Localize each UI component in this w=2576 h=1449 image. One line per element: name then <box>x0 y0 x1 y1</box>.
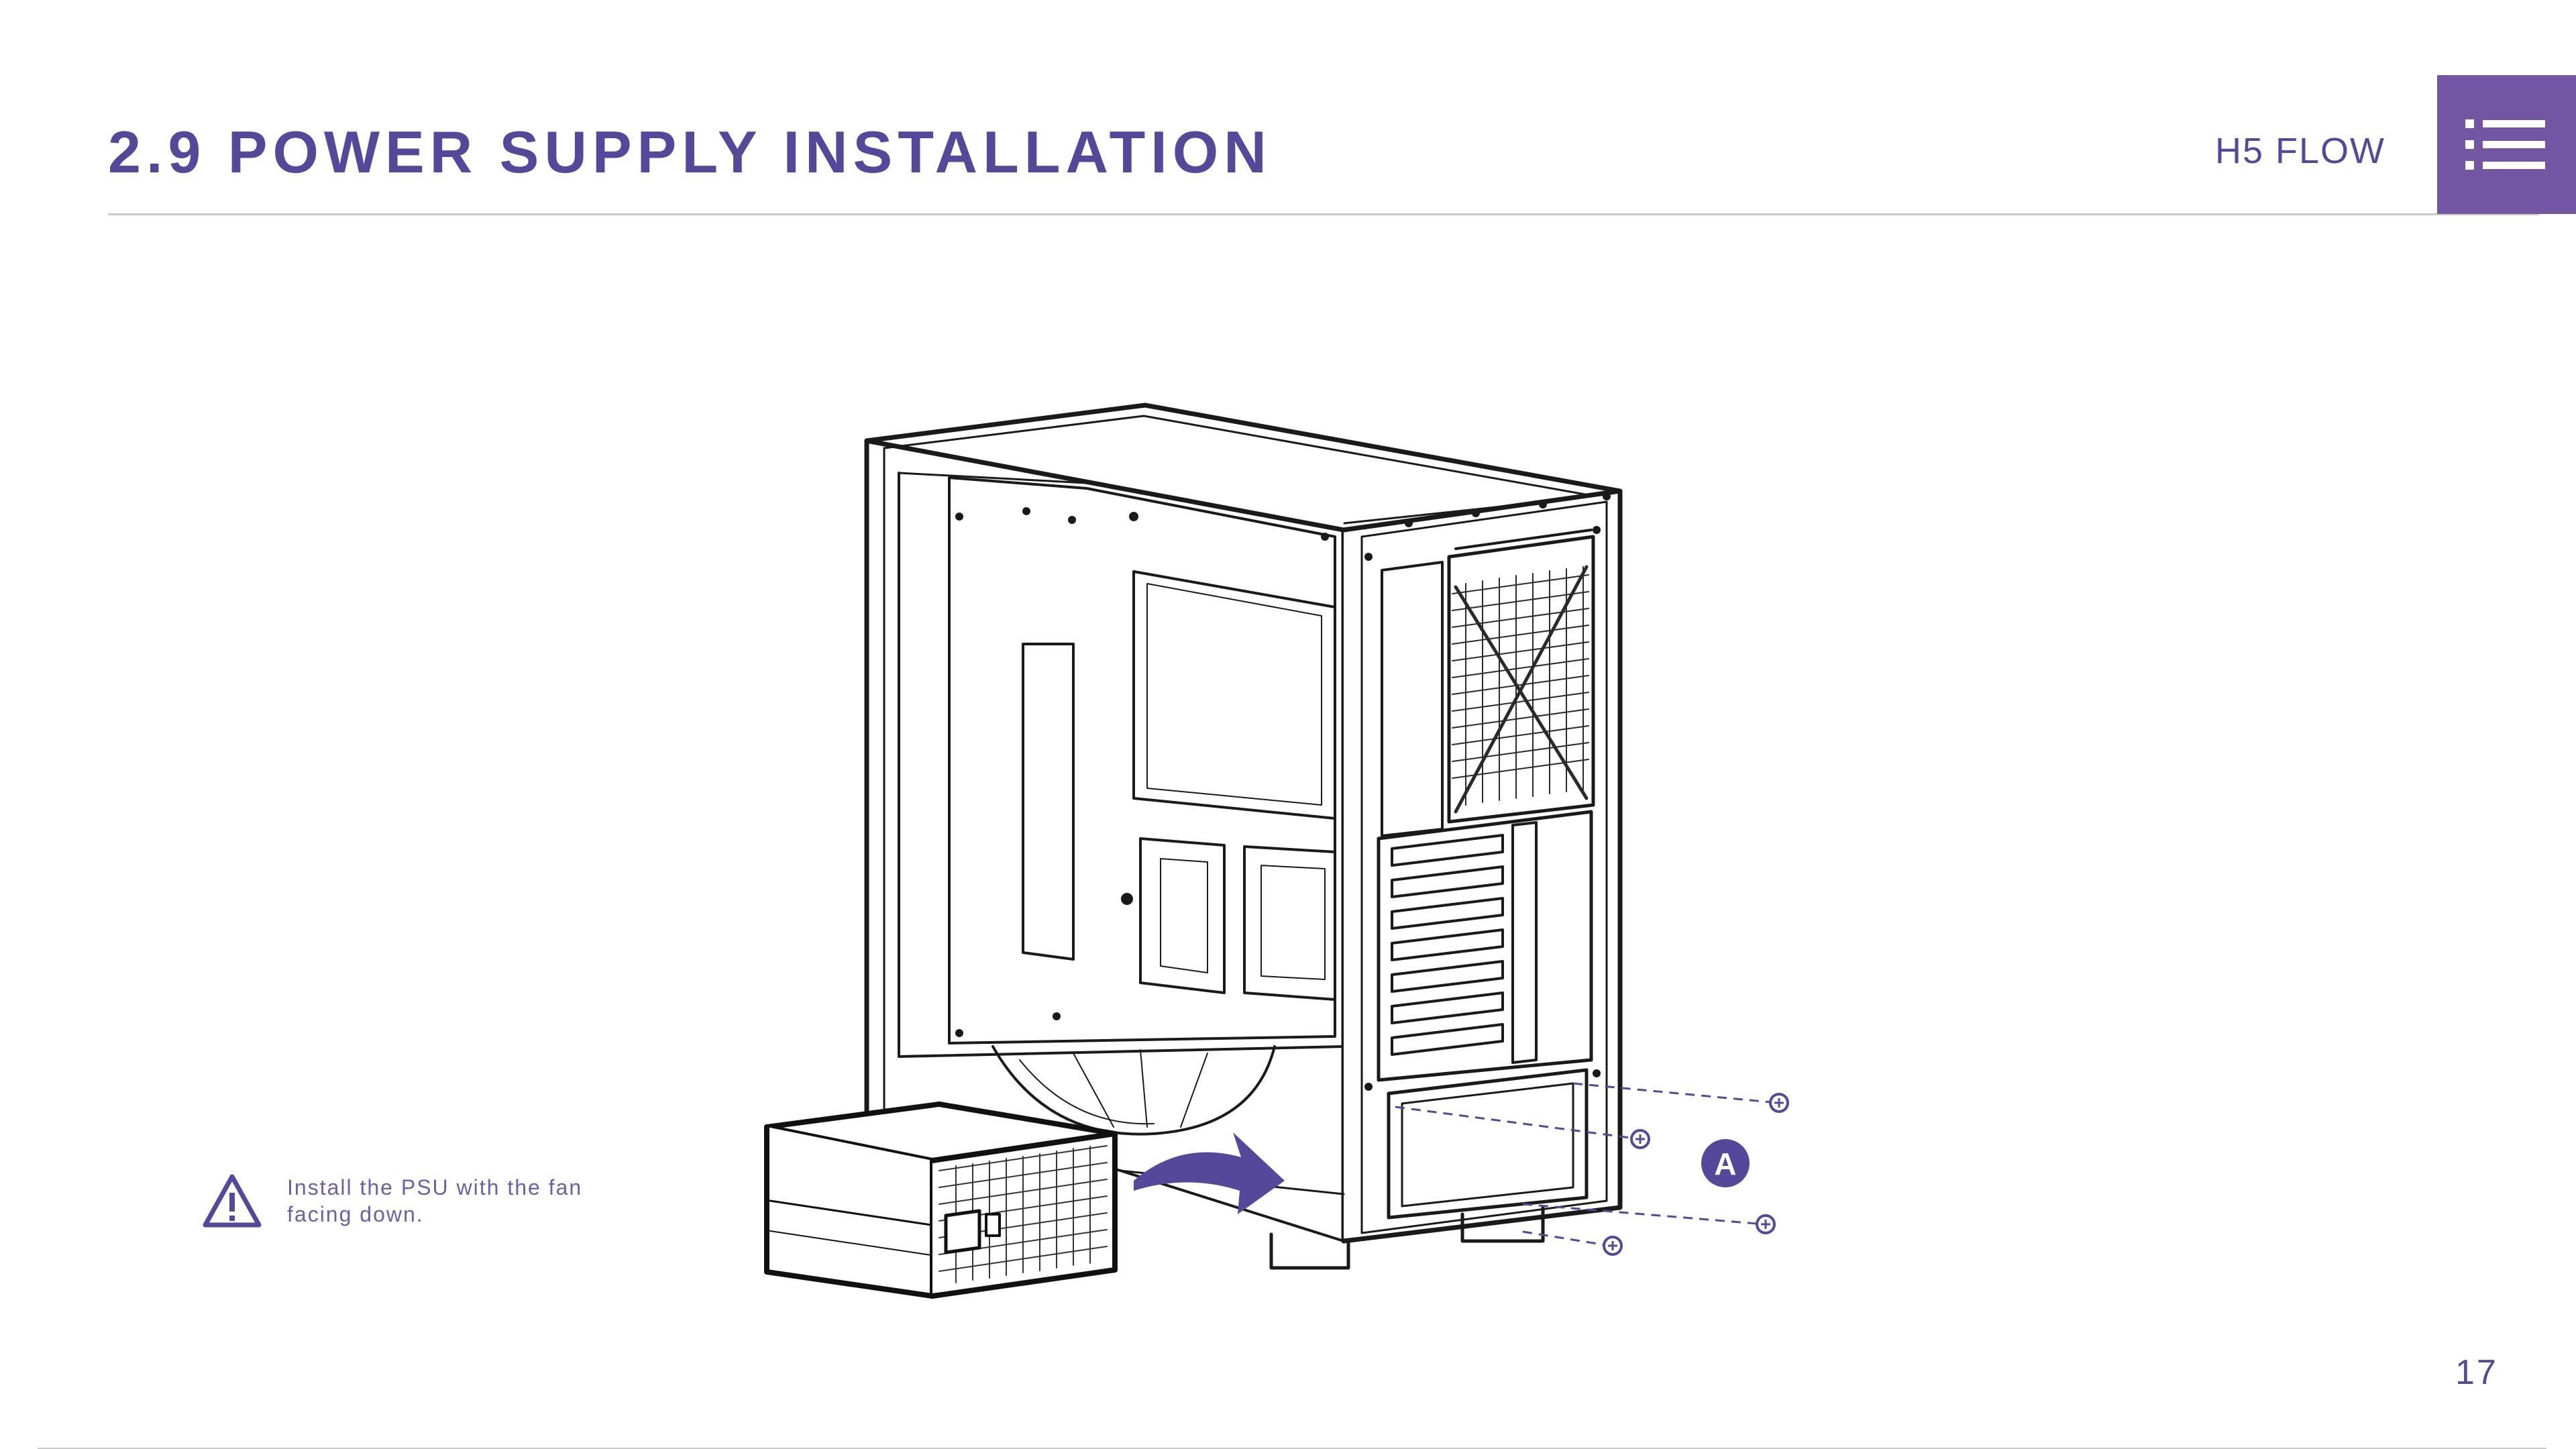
warning-triangle-icon <box>201 1173 263 1229</box>
page-number: 17 <box>2455 1352 2498 1393</box>
psu-orientation-note: Install the PSU with the fan facing down… <box>287 1174 636 1228</box>
screw-icons <box>1604 1094 1788 1254</box>
callout-label: A <box>1714 1146 1736 1181</box>
power-supply-unit <box>767 1104 1115 1296</box>
rotation-arrow <box>1134 1132 1285 1214</box>
